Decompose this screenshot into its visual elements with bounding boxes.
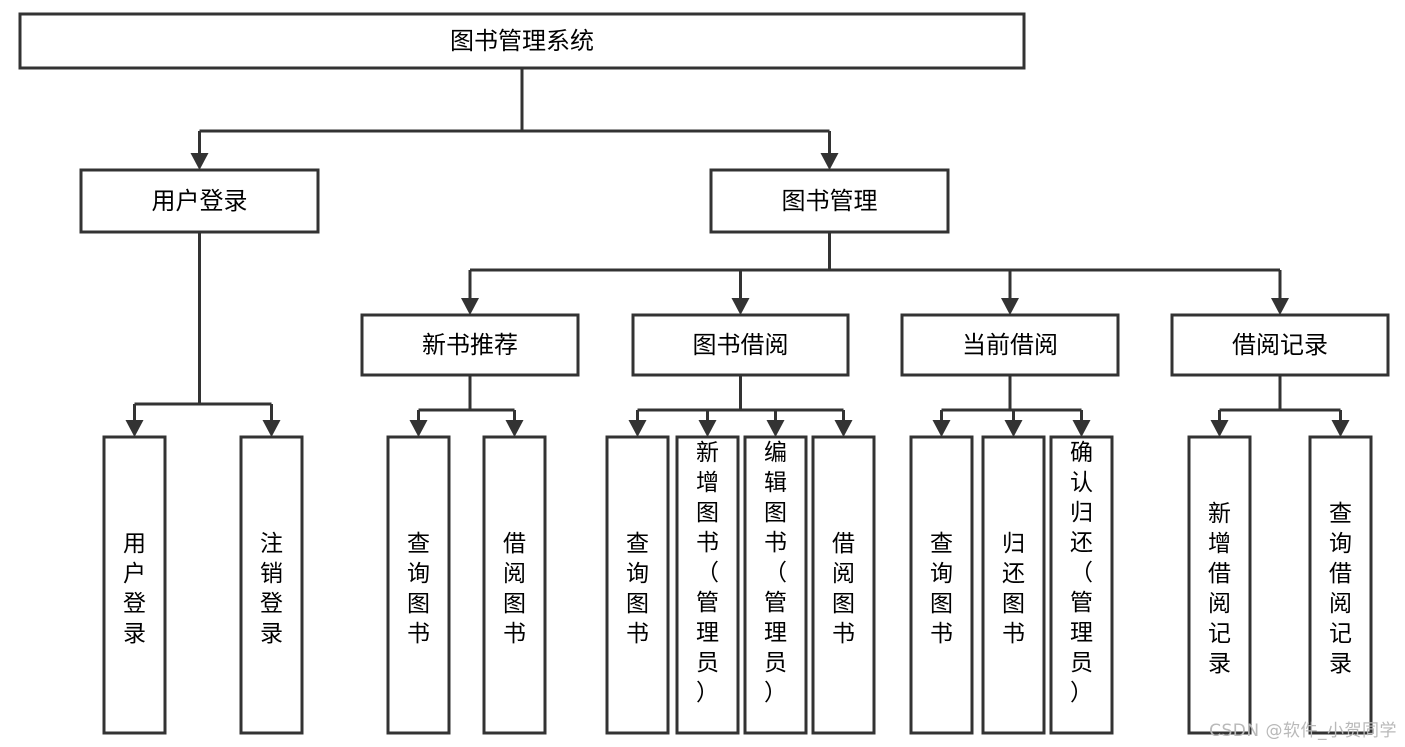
node-box — [909, 435, 974, 735]
arrow-head-icon — [932, 420, 951, 437]
node-label: 新增图书（管理员） — [696, 440, 719, 706]
node-label: 图书管理 — [782, 187, 878, 215]
node-label: 用户登录 — [123, 531, 146, 647]
node-new-book-recommend[interactable]: 新书推荐 — [360, 313, 580, 377]
node-leaf-user-login[interactable]: 用户登录 — [102, 435, 167, 735]
watermark-label: CSDN @软件_小贺同学 — [1209, 721, 1397, 741]
edges-layer — [125, 68, 1350, 437]
arrow-head-icon — [698, 420, 717, 437]
node-box — [18, 12, 1026, 70]
node-leaf-edit-book-admin[interactable]: 编辑图书（管理员） — [743, 435, 808, 735]
node-box — [605, 435, 670, 735]
node-leaf-query-book-current[interactable]: 查询图书 — [909, 435, 974, 735]
arrow-head-icon — [505, 420, 524, 437]
node-borrow-record[interactable]: 借阅记录 — [1170, 313, 1390, 377]
node-label: 查询图书 — [626, 531, 649, 647]
node-leaf-logout[interactable]: 注销登录 — [239, 435, 304, 735]
node-box — [1308, 435, 1373, 735]
node-box — [631, 313, 850, 377]
nodes-layer: 图书管理系统用户登录图书管理新书推荐图书借阅当前借阅借阅记录用户登录注销登录查询… — [18, 12, 1390, 735]
node-leaf-borrow-book-recommend[interactable]: 借阅图书 — [482, 435, 547, 735]
node-box — [360, 313, 580, 377]
arrow-head-icon — [1271, 298, 1289, 315]
node-box — [1049, 435, 1114, 735]
node-label: 借阅记录 — [1232, 331, 1328, 359]
node-user-login[interactable]: 用户登录 — [79, 168, 320, 234]
node-box — [1170, 313, 1390, 377]
arrow-head-icon — [820, 153, 839, 170]
node-leaf-add-book-admin[interactable]: 新增图书（管理员） — [675, 435, 740, 735]
node-label: 归还图书 — [1002, 531, 1025, 647]
node-box — [102, 435, 167, 735]
node-leaf-borrow-book[interactable]: 借阅图书 — [811, 435, 876, 735]
node-box — [79, 168, 320, 234]
node-book-borrow[interactable]: 图书借阅 — [631, 313, 850, 377]
node-box — [1187, 435, 1252, 735]
node-box — [239, 435, 304, 735]
node-leaf-query-book-recommend[interactable]: 查询图书 — [386, 435, 451, 735]
node-box — [482, 435, 547, 735]
node-leaf-query-borrow-record[interactable]: 查询借阅记录 — [1308, 435, 1373, 735]
arrow-head-icon — [628, 420, 647, 437]
arrow-head-icon — [766, 420, 785, 437]
node-box — [981, 435, 1046, 735]
node-leaf-return-book[interactable]: 归还图书 — [981, 435, 1046, 735]
node-label: 编辑图书（管理员） — [764, 440, 787, 706]
node-label: 查询借阅记录 — [1329, 501, 1352, 677]
node-label: 查询图书 — [930, 531, 953, 647]
node-label: 当前借阅 — [962, 331, 1058, 359]
node-current-borrow[interactable]: 当前借阅 — [900, 313, 1120, 377]
node-label: 注销登录 — [260, 531, 283, 647]
node-label: 图书管理系统 — [450, 27, 594, 55]
arrow-head-icon — [834, 420, 853, 437]
arrow-head-icon — [731, 298, 750, 315]
arrow-head-icon — [190, 153, 209, 170]
node-label: 用户登录 — [152, 187, 248, 215]
arrow-head-icon — [409, 420, 428, 437]
node-label: 新增借阅记录 — [1208, 501, 1231, 677]
arrow-head-icon — [461, 298, 479, 315]
node-label: 新书推荐 — [422, 331, 518, 359]
node-label: 查询图书 — [407, 531, 430, 647]
arrow-head-icon — [1004, 420, 1023, 437]
arrow-head-icon — [125, 420, 144, 437]
node-leaf-add-borrow-record[interactable]: 新增借阅记录 — [1187, 435, 1252, 735]
node-box — [743, 435, 808, 735]
arrow-head-icon — [1001, 298, 1019, 315]
node-box — [675, 435, 740, 735]
node-book-manage[interactable]: 图书管理 — [709, 168, 950, 234]
node-label: 图书借阅 — [693, 331, 789, 359]
node-leaf-query-book[interactable]: 查询图书 — [605, 435, 670, 735]
arrow-head-icon — [1072, 420, 1091, 437]
node-leaf-confirm-return-admin[interactable]: 确认归还（管理员） — [1049, 435, 1114, 735]
node-box — [709, 168, 950, 234]
node-box — [386, 435, 451, 735]
arrow-head-icon — [1331, 420, 1350, 437]
node-label: 确认归还（管理员） — [1070, 440, 1093, 706]
node-box — [900, 313, 1120, 377]
arrow-head-icon — [262, 420, 281, 437]
arrow-head-icon — [1210, 420, 1229, 437]
node-label: 借阅图书 — [832, 531, 855, 647]
node-label: 借阅图书 — [503, 531, 526, 647]
node-undefined[interactable]: 图书管理系统 — [18, 12, 1026, 70]
node-box — [811, 435, 876, 735]
